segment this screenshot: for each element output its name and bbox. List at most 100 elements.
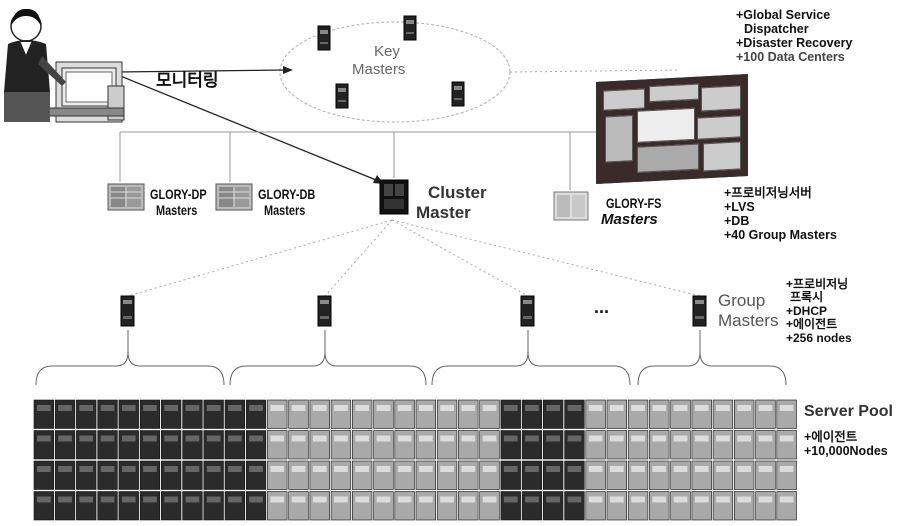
server-rack-slot [652, 466, 667, 472]
server-rack-slot [228, 405, 242, 411]
server-rack-slot [164, 405, 178, 411]
server-rack-slot [716, 435, 730, 442]
server-rack-slot [143, 466, 157, 472]
server-rack-unit [627, 491, 649, 521]
server-rack-slot [631, 466, 645, 472]
glory-dp-name: GLORY-DP [150, 186, 207, 202]
server-rack-unit [733, 460, 755, 490]
operator-workstation-icon [4, 8, 125, 123]
global-notes: +Global Service Dispatcher +Disaster Rec… [736, 8, 852, 64]
server-rack-unit [606, 399, 628, 429]
cluster-to-group-2 [324, 219, 393, 297]
server-rack-unit [309, 460, 330, 490]
server-rack-slot [694, 435, 709, 442]
server-rack-unit [585, 460, 606, 490]
server-rack-slot [588, 405, 603, 411]
glory-fs-server-icon [553, 191, 589, 221]
server-rack-unit [267, 430, 288, 460]
server-rack-slot [185, 466, 200, 472]
server-rack-slot [546, 496, 560, 503]
server-rack-slot [121, 496, 136, 503]
server-rack-unit [436, 460, 458, 490]
server-rack-unit [351, 491, 373, 521]
monitoring-label: 모니터링 [156, 71, 219, 90]
server-rack-unit [351, 399, 373, 429]
server-rack-slot [419, 405, 433, 411]
server-rack-slot [79, 405, 94, 411]
server-rack-slot [249, 496, 263, 503]
server-rack-unit [161, 491, 182, 521]
cluster-master-line1: Cluster [428, 183, 487, 202]
server-rack-slot [673, 405, 688, 411]
server-rack-unit [755, 491, 776, 521]
server-rack-unit [670, 491, 691, 521]
server-rack-unit [288, 399, 309, 429]
cluster-master-line2: Master [416, 203, 471, 222]
server-rack-unit [309, 491, 330, 521]
server-rack-unit [649, 460, 670, 490]
server-rack-slot [419, 466, 433, 472]
server-rack-slot [419, 435, 433, 442]
server-rack-unit [267, 460, 288, 490]
server-rack-unit [458, 430, 479, 460]
server-rack-slot [270, 496, 285, 503]
global-note-4: +100 Data Centers [736, 50, 845, 64]
server-rack-slot [37, 496, 51, 503]
group-note-4: +에이전트 [786, 317, 838, 332]
server-rack-slot [164, 496, 178, 503]
server-pool-note-1: +에이전트 [804, 430, 858, 444]
server-rack-slot [631, 496, 645, 503]
group-note-1: +프로비저닝 [786, 277, 849, 291]
server-rack-unit [139, 491, 161, 521]
server-rack-slot [673, 496, 688, 503]
server-rack-unit [245, 430, 267, 460]
server-rack-unit [76, 430, 97, 460]
server-pool-notes: +에이전트 +10,000Nodes [804, 430, 888, 458]
server-rack-unit [245, 460, 267, 490]
server-rack-slot [79, 496, 94, 503]
server-rack-slot [610, 466, 624, 472]
server-rack-unit [54, 430, 76, 460]
key-master-server-3 [335, 83, 349, 109]
server-rack-unit [139, 430, 161, 460]
server-rack-slot [482, 405, 497, 411]
server-rack-slot [291, 405, 306, 411]
server-rack-unit [351, 460, 373, 490]
server-rack-slot [673, 466, 688, 472]
monitoring-arrowhead-key [283, 66, 293, 74]
server-rack-unit [564, 491, 585, 521]
server-rack-slot [100, 405, 115, 411]
server-rack-unit [755, 430, 776, 460]
server-rack-slot [37, 405, 51, 411]
server-rack-unit [224, 460, 246, 490]
server-rack-slot [143, 496, 157, 503]
server-rack-slot [716, 405, 730, 411]
server-rack-unit [627, 399, 649, 429]
server-rack-slot [737, 435, 751, 442]
server-rack-unit [521, 430, 543, 460]
key-master-server-1 [317, 25, 331, 51]
server-rack-slot [376, 435, 391, 442]
server-rack-unit [733, 491, 755, 521]
server-rack-slot [482, 435, 497, 442]
server-rack-slot [206, 435, 221, 442]
server-rack-slot [588, 435, 603, 442]
server-rack-slot [440, 466, 454, 472]
server-rack-unit [521, 491, 543, 521]
server-rack-unit [458, 460, 479, 490]
server-rack-slot [525, 405, 539, 411]
server-rack-unit [97, 399, 118, 429]
server-rack-slot [758, 435, 773, 442]
server-rack-slot [567, 466, 582, 472]
server-rack-unit [479, 430, 500, 460]
server-rack-slot [206, 496, 221, 503]
server-rack-unit [458, 399, 479, 429]
server-rack-unit [330, 491, 352, 521]
server-rack-unit [161, 460, 182, 490]
server-rack-slot [737, 405, 751, 411]
server-rack-slot [440, 496, 454, 503]
server-rack-slot [100, 435, 115, 442]
server-rack-slot [397, 405, 412, 411]
server-rack-unit [436, 399, 458, 429]
